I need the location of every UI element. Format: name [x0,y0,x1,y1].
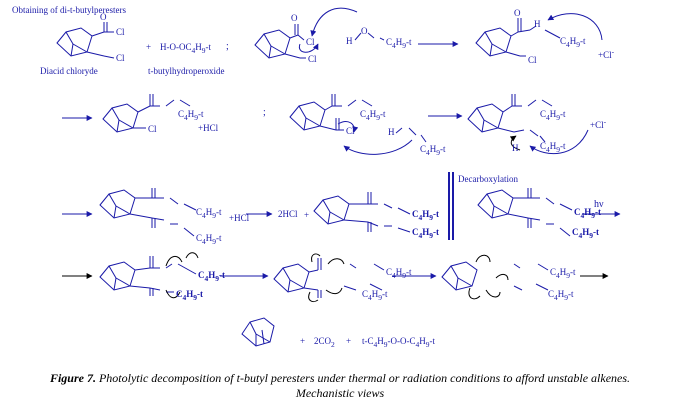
curved-arrow-proton-2 [529,129,589,154]
curved-arrow-attack-2 [343,139,413,155]
tbu-5: C4H9-t [420,144,446,157]
plus-1: + [146,42,152,52]
tbu-11: C4H9-t [412,227,440,240]
carbonyl-o-1: O [100,12,107,22]
separator-2: ; [263,107,266,118]
cl-tetrahedral-1: Cl [528,55,537,65]
diperester-radical-precursor [99,256,197,296]
tbu-9: C4H9-t [196,233,222,246]
tbu-3: C4H9-t [178,109,204,122]
tbu-1: C4H9-t [386,37,412,50]
diacid-chloride-structure [56,22,115,59]
h-tetrahedral-2: H [512,143,519,153]
h-tetrahedral-1: H [534,19,541,29]
radical-arrows-2 [308,253,345,303]
curved-arrow-attack-1 [310,7,358,37]
di-tbu-peroxide: t-C4H9-O-O-C4H9-t [362,336,436,349]
hcl-row3: +HCl [229,213,250,223]
o-hydroperoxide-1: O [361,26,368,36]
diperester-structure-2 [313,192,411,233]
plus-row5-1: + [300,336,306,346]
tbu-14: C4H9-t [198,270,226,283]
cl-row2-2: Cl [346,126,355,136]
intermediate-1a-structure [254,24,306,59]
radical-intermediate-2 [441,261,549,291]
chloride-ion-2: +Cl- [590,117,607,130]
tbu-4: C4H9-t [360,109,386,122]
hv-label: hν [594,199,604,210]
cl-1a-bottom: Cl [308,54,317,64]
figure-caption-text: Photolytic decomposition of t-butyl pere… [98,371,631,385]
tbu-10: C4H9-t [412,209,440,222]
acyl-cl-bottom: Cl [116,53,125,63]
curved-arrow-cl-leave-1 [298,43,319,53]
diacid-chloride-label: Diacid chloryde [40,66,98,76]
monoperester-chloride-structure [102,94,191,133]
decarboxylation-divider [448,172,454,240]
diperester-structure-3 [477,188,573,237]
carbonyl-o-3: O [514,8,521,18]
tbu-19: C4H9-t [548,289,574,302]
tetrahedral-intermediate-1 [475,18,561,57]
plus-row3: + [304,210,310,220]
chloride-ion-1: +Cl- [598,47,615,60]
carbonyl-o-2: O [291,13,298,23]
intermediate-2a-structure [289,94,373,131]
tbu-18: C4H9-t [550,267,576,280]
tetrahedral-intermediate-2 [467,94,553,143]
tbu-15: C4H9-t [176,289,204,302]
h-hydroperoxide-2: H [388,127,395,137]
norbornene-product-structure [241,317,275,347]
decarboxylation-label: Decarboxylation [458,174,518,184]
tbu-16: C4H9-t [386,267,412,280]
tbu-17: C4H9-t [362,289,388,302]
curved-arrow-collapse-2 [509,135,521,151]
h-hydroperoxide: H [346,36,353,46]
scheme-title: Obtaining of di-t-butylperesters [12,5,126,15]
radical-arrows-3 [468,254,509,300]
tbu-2: C4H9-t [560,36,586,49]
hydroperoxide-2 [395,127,427,143]
figure-caption-line2: Mechanistic views [295,386,385,400]
hydroperoxide-h-o-o [354,32,385,41]
radical-intermediate-1 [273,258,385,298]
hydroperoxide-label: t-butylhydroperoxide [148,66,225,76]
plus-row5-2: + [346,336,352,346]
co2-product: 2CO2 [314,336,335,349]
acyl-cl-top: Cl [116,27,125,37]
curved-arrow-cl-leave-2 [337,121,359,133]
hydroperoxide-formula: H-O-OC4H9-t [160,42,211,55]
tbu-6: C4H9-t [540,109,566,122]
curved-arrow-proton-1 [547,13,603,41]
cl-row2-1: Cl [148,124,157,134]
cl-1a-top: Cl [306,37,315,47]
two-hcl: 2HCl [278,209,298,219]
tbu-7: C4H9-t [540,141,566,154]
radical-arrows-1 [165,252,199,299]
tbu-13: C4H9-t [572,227,600,240]
separator-1: ; [226,41,229,52]
figure-label: Figure 7. [49,371,96,385]
tbu-12: C4H9-t [574,207,602,220]
hcl-row2: +HCl [198,123,219,133]
tbu-8: C4H9-t [196,207,222,220]
diperester-structure-1 [99,188,197,237]
figure-caption: Figure 7. Photolytic decomposition of t-… [0,371,680,386]
